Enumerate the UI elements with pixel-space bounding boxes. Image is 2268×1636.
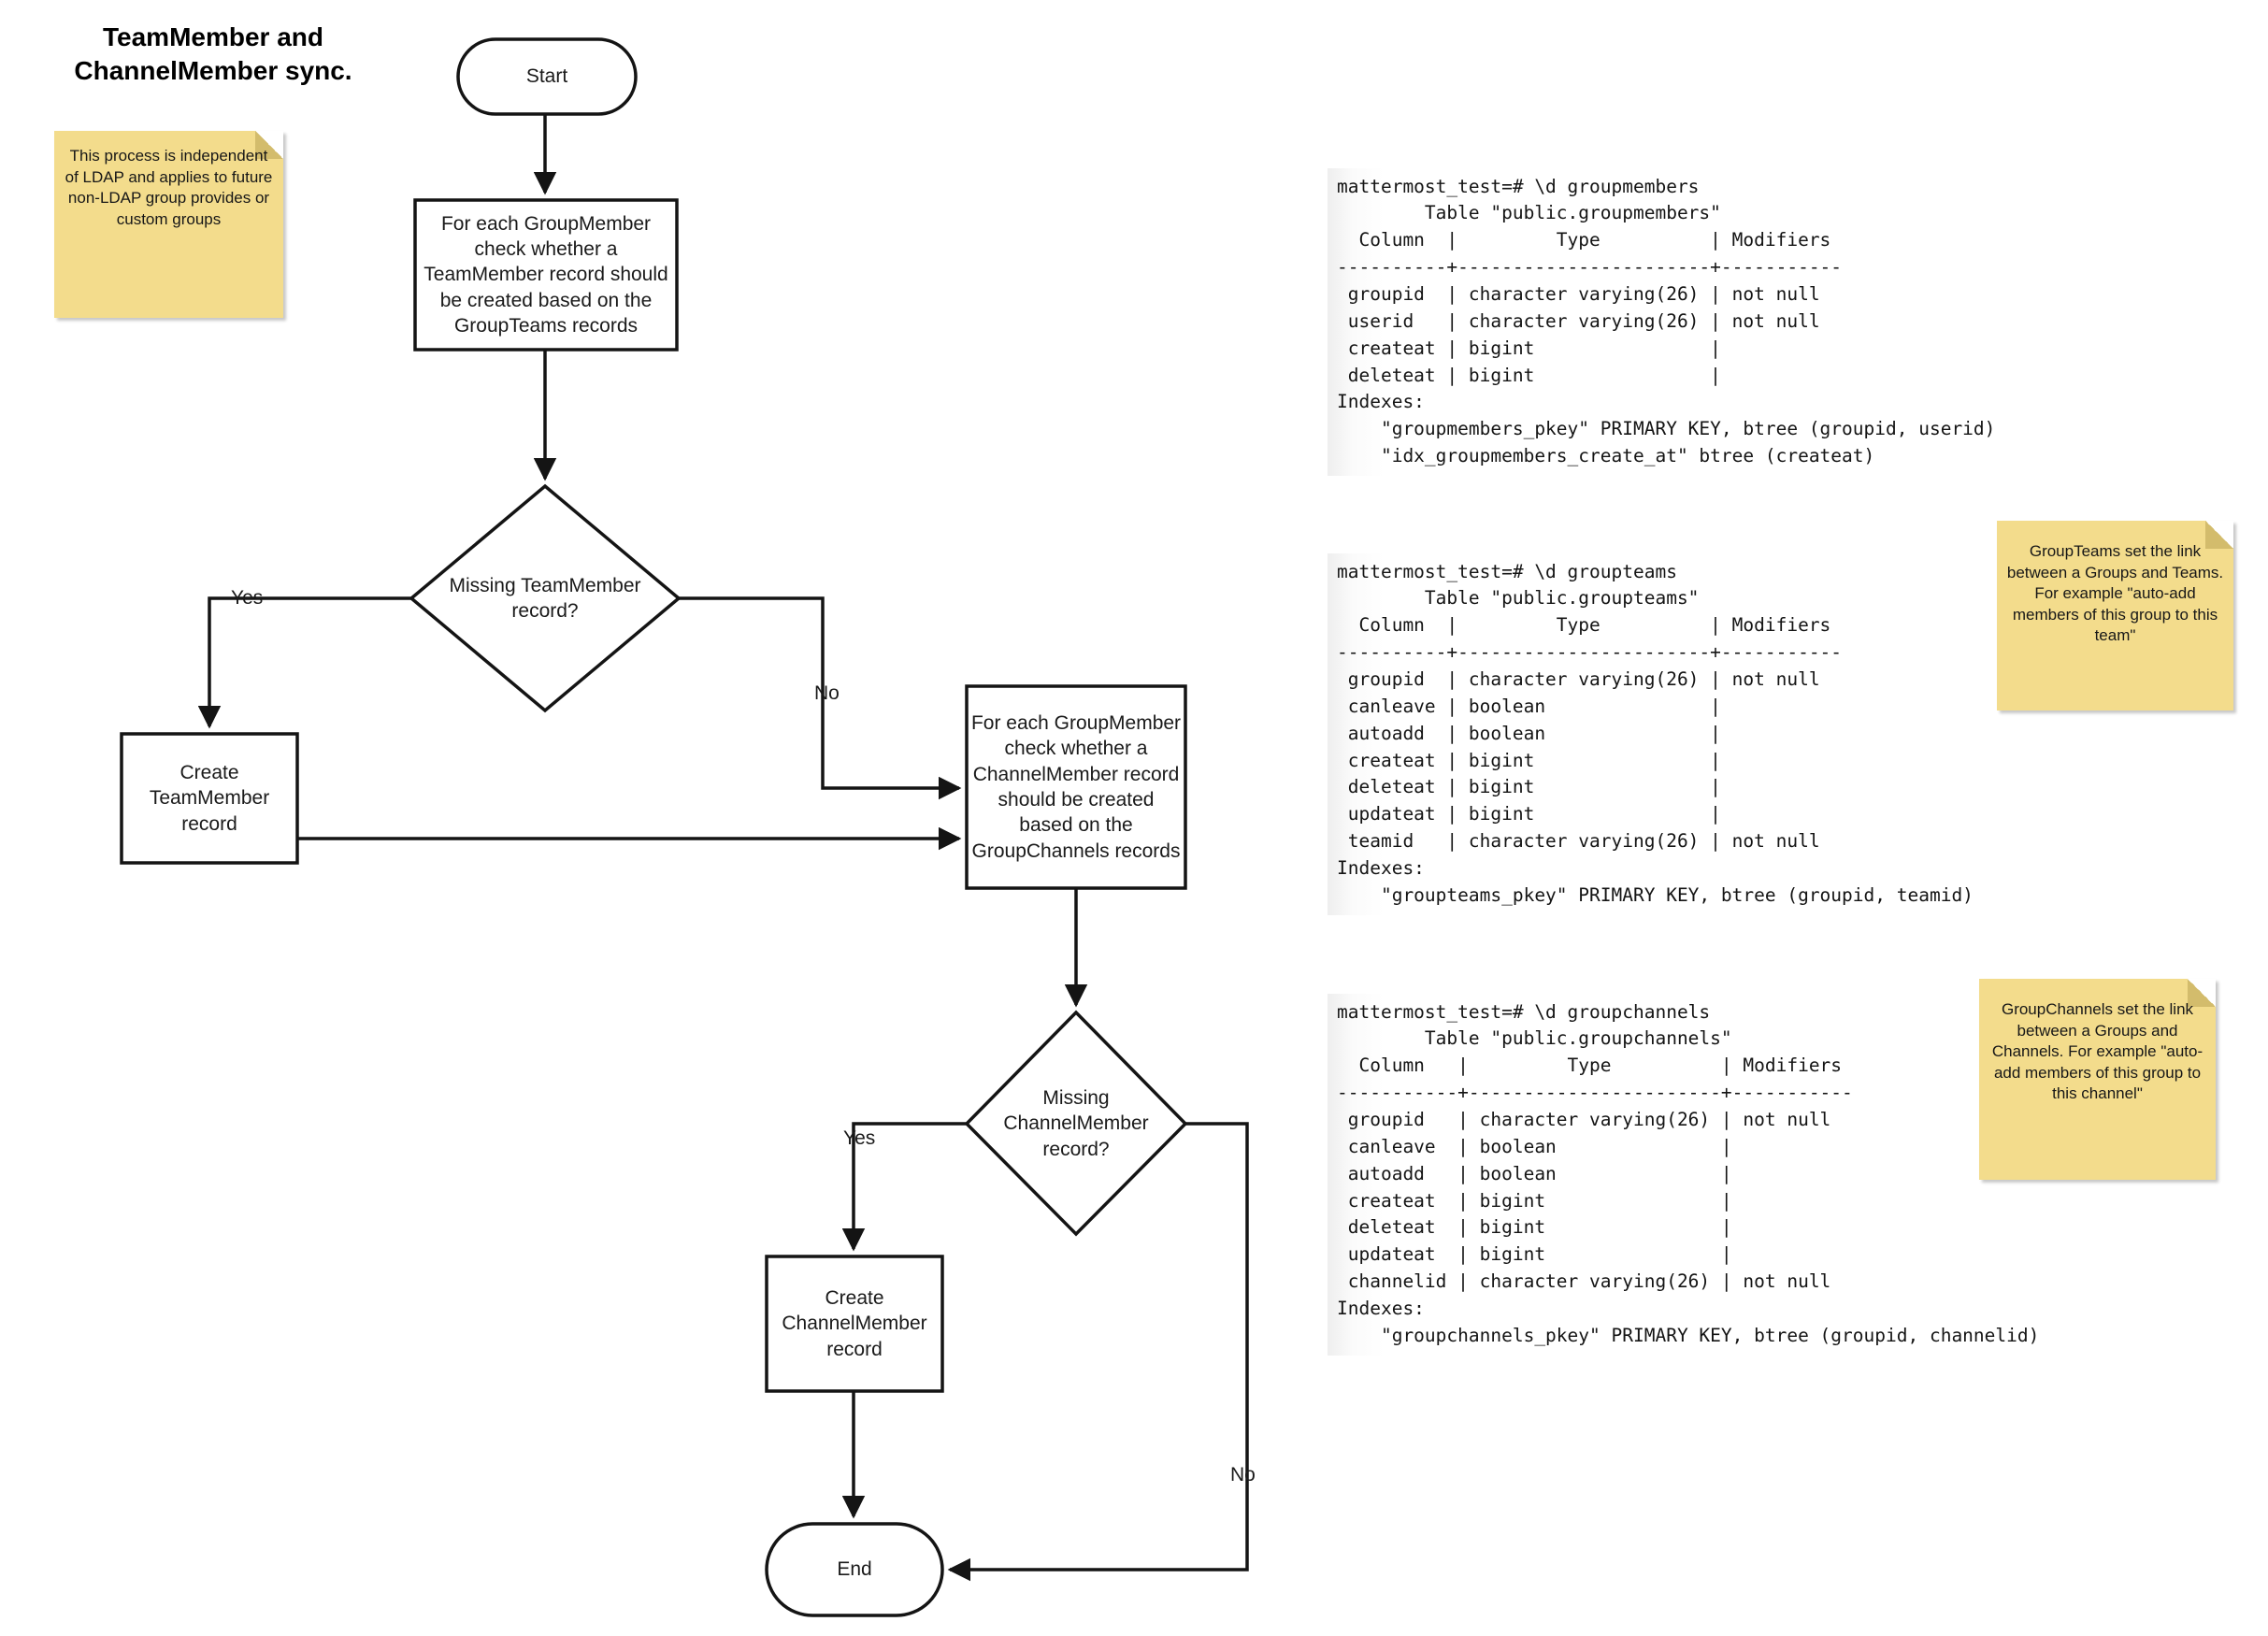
flowchart-canvas (120, 37, 1249, 1617)
node-decision-channelmember-label: Missing ChannelMember record? (1003, 1087, 1149, 1160)
node-end (765, 1522, 944, 1617)
psql-output-groupteams: mattermost_test=# \d groupteams Table "p… (1328, 553, 1974, 915)
node-end-label: End (837, 1558, 872, 1581)
sticky-note-groupchannels-text: GroupChannels set the link between a Gro… (1991, 1000, 2203, 1103)
node-process-channelmember-label: For each GroupMember check whether a Cha… (970, 712, 1182, 862)
note-fold-icon (255, 131, 283, 159)
node-start (456, 37, 638, 116)
node-create-channelmember (765, 1255, 944, 1393)
note-fold-icon (2205, 521, 2233, 549)
node-process-teammember (413, 198, 679, 352)
edge-label-no-teammember: No (814, 682, 840, 704)
edge-label-no-channelmember: No (1230, 1464, 1256, 1485)
edge-label-yes-channelmember: Yes (843, 1127, 876, 1149)
psql-output-groupchannels: mattermost_test=# \d groupchannels Table… (1328, 993, 2040, 1356)
sticky-note-groupteams: GroupTeams set the link between a Groups… (1997, 521, 2233, 710)
sticky-note-groupchannels: GroupChannels set the link between a Gro… (1979, 979, 2216, 1180)
sticky-note-ldap-text: This process is independent of LDAP and … (65, 147, 273, 228)
node-create-teammember-label: Create TeamMember record (149, 762, 270, 835)
edge-decision2-yes (841, 1122, 967, 1252)
node-process-channelmember (965, 684, 1187, 890)
node-decision-teammember (409, 483, 682, 713)
edge-decision2-no (947, 1122, 1249, 1582)
edge-label-yes-teammember: Yes (231, 587, 264, 609)
edge-decision1-yes (197, 596, 411, 729)
node-start-label: Start (525, 65, 568, 88)
node-decision-teammember-label: Missing TeamMember record? (449, 574, 641, 622)
psql-output-groupmembers: mattermost_test=# \d groupmembers Table … (1328, 167, 1996, 476)
sticky-note-groupteams-text: GroupTeams set the link between a Groups… (2006, 542, 2224, 645)
node-create-teammember (120, 732, 299, 865)
node-create-channelmember-label: Create ChannelMember record (782, 1287, 927, 1360)
node-decision-channelmember (964, 1010, 1188, 1237)
sticky-note-ldap: This process is independent of LDAP and … (54, 131, 283, 318)
node-process-teammember-label: For each GroupMember check whether a Tea… (423, 212, 668, 337)
edge-decision1-no (679, 596, 962, 800)
note-fold-icon (2188, 979, 2216, 1007)
page-title: TeamMember and ChannelMember sync. (74, 22, 352, 85)
